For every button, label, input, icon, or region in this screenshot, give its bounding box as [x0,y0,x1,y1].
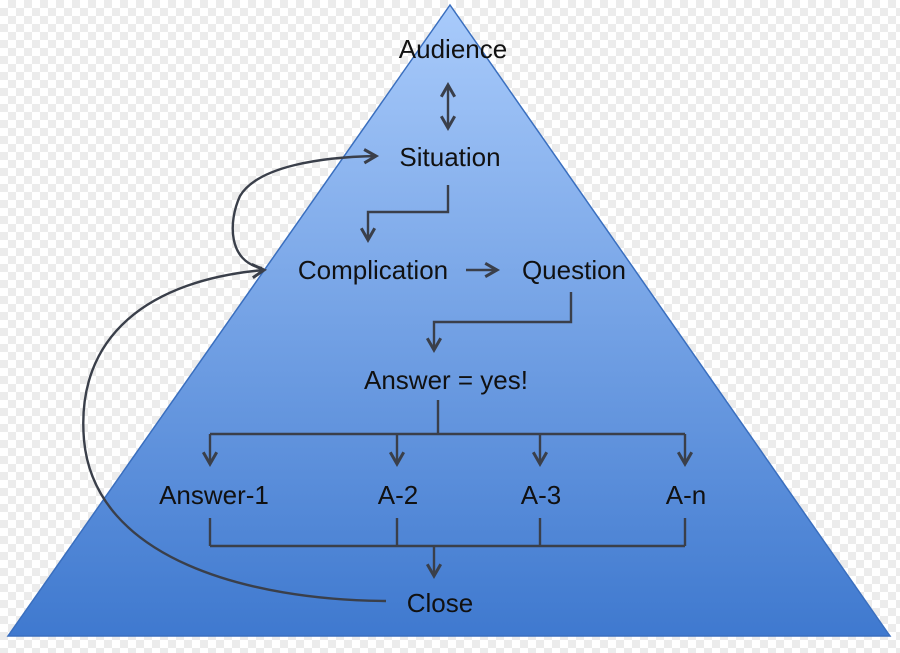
node-answer-1: Answer-1 [159,480,269,510]
node-situation: Situation [399,142,500,172]
close-complication-loop-arrow [82,262,387,603]
complication-situation-loop-arrow [231,148,380,270]
node-complication: Complication [298,255,448,285]
pyramid-shape [6,3,892,637]
node-audience: Audience [399,34,507,64]
answer-branch-connector [201,400,694,468]
node-a-3: A-3 [521,480,561,510]
question-answer-arrow [425,292,573,354]
node-a-2: A-2 [378,480,418,510]
situation-complication-arrow [359,185,450,244]
node-answer: Answer = yes! [364,365,528,395]
node-question: Question [522,255,626,285]
node-a-n: A-n [666,480,706,510]
node-close: Close [407,588,473,618]
answers-close-connector [208,518,687,580]
